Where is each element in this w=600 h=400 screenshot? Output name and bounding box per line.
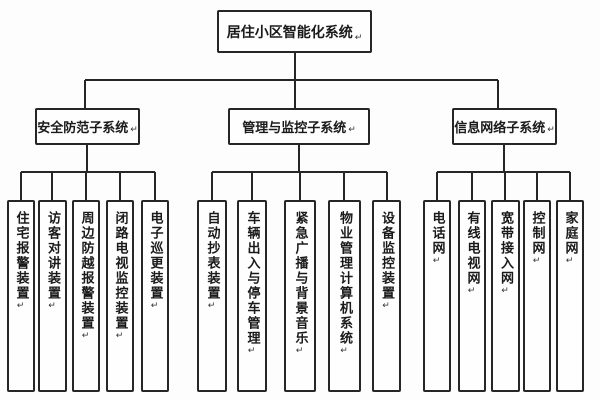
node-control-network: 控制网↵	[523, 200, 551, 392]
paragraph-mark: ↵	[114, 331, 125, 341]
leaf-label: 紧急广播与背景音乐	[292, 211, 308, 346]
paragraph-mark: ↵	[80, 331, 91, 341]
node-root-system: 居住小区智能化系统↵	[217, 10, 372, 53]
paragraph-mark: ↵	[130, 125, 138, 135]
node-electronic-patrol-device: 电子巡更装置↵	[141, 200, 169, 392]
leaf-label: 宽带接入网	[498, 211, 513, 286]
leaf-label: 车辆出入与停车管理	[244, 211, 260, 346]
node-management-monitoring-subsystem-label: 管理与监控子系统	[242, 121, 347, 136]
node-telephone-network: 电话网↵	[423, 200, 451, 392]
leaf-label: 访客对讲装置	[45, 211, 60, 301]
node-broadband-access-network: 宽带接入网↵	[491, 200, 520, 392]
leaf-label: 住宅报警装置	[13, 211, 29, 301]
leaf-label: 电话网	[429, 211, 445, 256]
node-security-subsystem-label: 安全防范子系统	[37, 121, 129, 136]
leaf-label: 设备监控装置	[379, 211, 394, 301]
paragraph-mark: ↵	[431, 256, 442, 266]
paragraph-mark: ↵	[547, 125, 555, 135]
node-home-network: 家庭网↵	[556, 200, 584, 392]
paragraph-mark: ↵	[149, 301, 160, 311]
leaf-label: 周边防越报警装置	[78, 211, 94, 331]
leaf-label: 闭路电视监控装置	[112, 211, 128, 331]
node-information-network-subsystem-label: 信息网络子系统	[454, 121, 546, 136]
leaf-label: 物业管理计算机系统	[337, 211, 352, 346]
node-property-management-computer-system: 物业管理计算机系统↵	[328, 200, 361, 392]
leaf-label: 有线电视网	[464, 211, 480, 286]
leaf-label: 家庭网	[562, 211, 578, 256]
node-information-network-subsystem: 信息网络子系统↵	[452, 108, 557, 145]
leaf-label: 电子巡更装置	[147, 211, 163, 301]
node-emergency-broadcast-bgm: 紧急广播与背景音乐↵	[284, 200, 316, 392]
node-security-subsystem: 安全防范子系统↵	[35, 108, 140, 145]
node-residential-alarm-device: 住宅报警装置↵	[7, 200, 35, 392]
paragraph-mark: ↵	[381, 301, 391, 311]
node-management-monitoring-subsystem: 管理与监控子系统↵	[228, 108, 370, 145]
node-equipment-monitoring-device: 设备监控装置↵	[372, 200, 401, 392]
paragraph-mark: ↵	[531, 256, 542, 266]
connector-management-group	[211, 145, 388, 200]
leaf-label: 控制网	[529, 211, 545, 256]
paragraph-mark: ↵	[348, 125, 356, 135]
connector-network-group	[436, 145, 571, 200]
node-auto-meter-reading-device: 自动抄表装置↵	[197, 200, 227, 392]
paragraph-mark: ↵	[206, 301, 217, 311]
node-cctv-monitoring-device: 闭路电视监控装置↵	[106, 200, 134, 392]
node-visitor-intercom-device: 访客对讲装置↵	[38, 200, 67, 392]
paragraph-mark: ↵	[294, 346, 305, 356]
paragraph-mark: ↵	[466, 286, 477, 296]
paragraph-mark: ↵	[15, 301, 26, 311]
paragraph-mark: ↵	[246, 346, 257, 356]
paragraph-mark: ↵	[564, 256, 575, 266]
paragraph-mark: ↵	[500, 286, 510, 296]
paragraph-mark: ↵	[354, 33, 363, 43]
node-vehicle-parking-management: 车辆出入与停车管理↵	[237, 200, 267, 392]
node-cable-tv-network: 有线电视网↵	[458, 200, 486, 392]
paragraph-mark: ↵	[339, 346, 349, 356]
paragraph-mark: ↵	[47, 301, 57, 311]
connector-security-group	[20, 145, 156, 200]
node-perimeter-alarm-device: 周边防越报警装置↵	[72, 200, 100, 392]
node-root-system-label: 居住小区智能化系统	[226, 24, 353, 41]
connector-root-to-subsystems	[84, 53, 499, 108]
leaf-label: 自动抄表装置	[204, 211, 220, 301]
